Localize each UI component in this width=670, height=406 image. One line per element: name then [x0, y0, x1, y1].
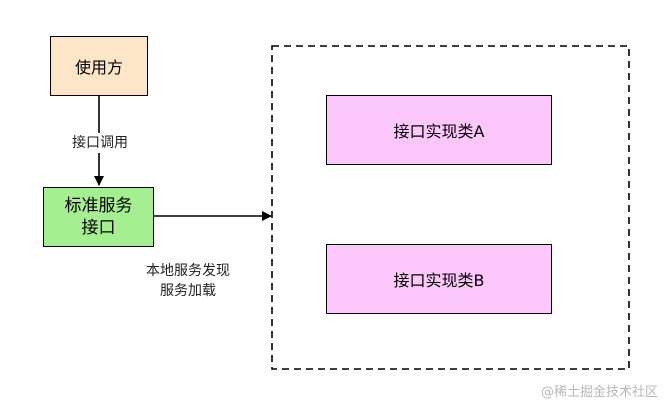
impl-b-node: 接口实现类B [326, 244, 552, 314]
impl-a-node-label: 接口实现类A [393, 122, 485, 141]
edge-user-to-standard-label: 接口调用 [55, 133, 145, 153]
user-node: 使用方 [50, 36, 148, 96]
standard-service-node: 标准服务 接口 [43, 187, 154, 247]
standard-service-node-label: 标准服务 接口 [64, 196, 133, 238]
edge-standard-to-container-label: 本地服务发现 服务加载 [146, 263, 230, 299]
user-node-label: 使用方 [74, 58, 123, 77]
watermark: @稀土掘金技术社区 [540, 385, 658, 400]
impl-a-node: 接口实现类A [326, 95, 552, 165]
impl-b-node-label: 接口实现类B [393, 271, 485, 290]
service-container-box [271, 45, 630, 370]
